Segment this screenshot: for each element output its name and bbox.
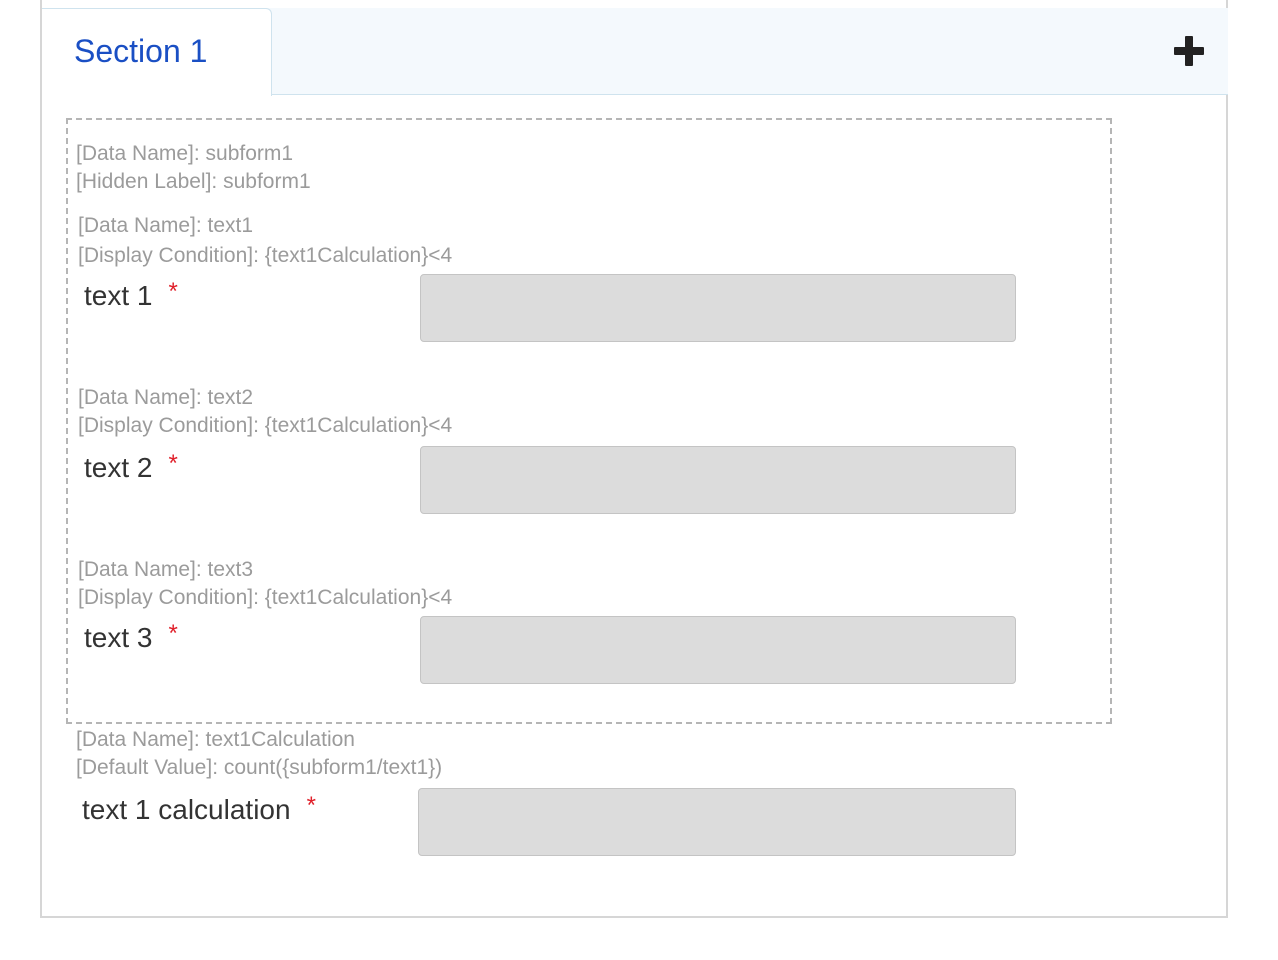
field-text2-display-condition: [Display Condition]: {text1Calculation}<… [78, 414, 453, 437]
plus-icon [1174, 36, 1204, 66]
text1-input[interactable] [420, 274, 1016, 342]
field-text1-label: text 1 * [84, 278, 178, 312]
form-panel: Section 1 [Data Name]: subform1 [Hidden … [40, 0, 1228, 918]
tab-section-1[interactable]: Section 1 [42, 8, 272, 96]
field-text1-label-text: text 1 [84, 280, 153, 311]
subform-data-name: [Data Name]: subform1 [76, 142, 294, 165]
subform-container [66, 118, 1112, 724]
field-text1-data-name: [Data Name]: text1 [78, 214, 254, 237]
calc-label-text: text 1 calculation [82, 794, 291, 825]
required-marker: * [306, 792, 316, 819]
tab-section-1-label: Section 1 [74, 33, 208, 69]
calc-label: text 1 calculation * [82, 792, 316, 826]
calc-data-name: [Data Name]: text1Calculation [76, 728, 355, 751]
add-section-button[interactable] [1172, 34, 1206, 68]
field-text1-display-condition: [Display Condition]: {text1Calculation}<… [78, 244, 453, 267]
field-text3-label: text 3 * [84, 620, 178, 654]
field-text3-label-text: text 3 [84, 622, 153, 653]
field-text2-data-name: [Data Name]: text2 [78, 386, 254, 409]
text2-input[interactable] [420, 446, 1016, 514]
field-text3-display-condition: [Display Condition]: {text1Calculation}<… [78, 586, 453, 609]
field-text2-label-text: text 2 [84, 452, 153, 483]
required-marker: * [168, 620, 178, 647]
tab-bar: Section 1 [42, 8, 1228, 96]
field-text3-data-name: [Data Name]: text3 [78, 558, 254, 581]
required-marker: * [168, 450, 178, 477]
calc-default-value: [Default Value]: count({subform1/text1}) [76, 756, 443, 779]
required-marker: * [168, 278, 178, 305]
field-text2-label: text 2 * [84, 450, 178, 484]
subform-hidden-label: [Hidden Label]: subform1 [76, 170, 311, 193]
text3-input[interactable] [420, 616, 1016, 684]
text1-calculation-input[interactable] [418, 788, 1016, 856]
